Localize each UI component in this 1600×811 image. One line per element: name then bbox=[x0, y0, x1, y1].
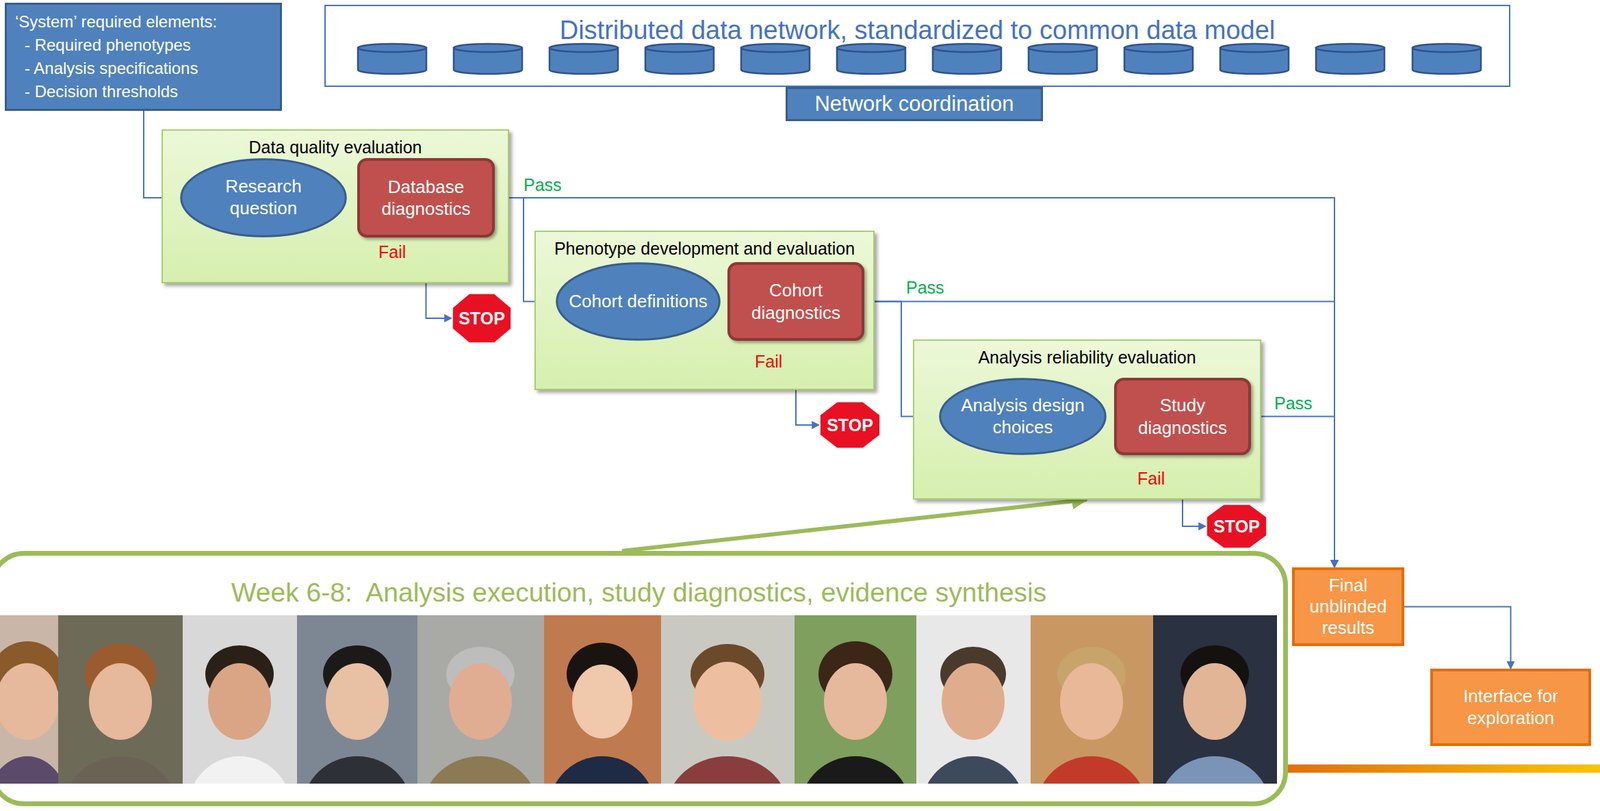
edge-label: Fail bbox=[754, 353, 783, 371]
node-title: Cohort definitions bbox=[568, 290, 707, 313]
edge-label: Pass bbox=[523, 176, 562, 194]
node-title: STOP bbox=[458, 308, 506, 329]
stop-sign: STOP bbox=[451, 292, 512, 344]
node-title: Study diagnostics bbox=[1120, 394, 1245, 439]
node-title: Network coordination bbox=[814, 91, 1014, 117]
node-item: - Analysis specifications bbox=[15, 56, 198, 81]
input-ellipse: Analysis design choices bbox=[937, 377, 1108, 456]
stage-panel: Data quality evaluationResearch question… bbox=[161, 129, 510, 284]
team-photos bbox=[0, 615, 1277, 784]
flow-connector bbox=[864, 301, 1335, 569]
diagnostic-box: Study diagnostics bbox=[1114, 377, 1251, 456]
node-title: Distributed data network, standardized t… bbox=[559, 15, 1276, 46]
stop-sign: STOP bbox=[819, 401, 881, 449]
input-ellipse: Cohort definitions bbox=[554, 262, 722, 341]
flow-connector bbox=[1404, 607, 1512, 670]
node-title: Week 6-8: Analysis execution, study diag… bbox=[231, 577, 1048, 608]
accent-bar bbox=[1275, 764, 1600, 773]
node-title: Interface for exploration bbox=[1437, 685, 1585, 729]
stage-panel: Analysis reliability evaluationAnalysis … bbox=[912, 339, 1262, 500]
requirements-box: ‘System’ required elements:- Required ph… bbox=[4, 2, 282, 111]
node-item: - Decision thresholds bbox=[15, 80, 178, 104]
node-title: Research question bbox=[192, 175, 335, 219]
node-title: STOP bbox=[826, 415, 874, 436]
node-title: Analysis design choices bbox=[951, 394, 1095, 438]
output-box: Final unblinded results bbox=[1292, 567, 1405, 647]
flow-connector bbox=[1250, 416, 1335, 569]
node-item: - Required phenotypes bbox=[15, 33, 191, 57]
node-title: ‘System’ required elements: bbox=[15, 10, 217, 34]
stage-panel: Phenotype development and evaluationCoho… bbox=[534, 230, 875, 391]
stop-sign: STOP bbox=[1205, 503, 1268, 549]
diagnostic-box: Cohort diagnostics bbox=[727, 262, 865, 341]
node-title: Cohort diagnostics bbox=[734, 279, 858, 324]
node-title: Final unblinded results bbox=[1298, 574, 1398, 640]
coordination-box: Network coordination bbox=[785, 86, 1043, 122]
node-title: Analysis reliability evaluation bbox=[977, 347, 1196, 368]
output-box: Interface for exploration bbox=[1430, 668, 1592, 746]
node-title: Database diagnostics bbox=[364, 175, 488, 221]
callout-arrow bbox=[622, 499, 1087, 551]
database-cylinders bbox=[357, 43, 1481, 74]
node-title: Data quality evaluation bbox=[249, 137, 423, 158]
edge-label: Fail bbox=[1137, 470, 1165, 488]
network-band: Distributed data network, standardized t… bbox=[324, 4, 1511, 87]
input-ellipse: Research question bbox=[178, 158, 349, 238]
edge-label: Pass bbox=[1274, 394, 1313, 412]
edge-label: Fail bbox=[378, 243, 406, 261]
node-title: Phenotype development and evaluation bbox=[554, 238, 855, 259]
node-title: STOP bbox=[1213, 516, 1260, 537]
week-callout: Week 6-8: Analysis execution, study diag… bbox=[0, 550, 1288, 807]
flow-connector bbox=[494, 197, 1335, 568]
edge-label: Pass bbox=[906, 279, 945, 297]
diagnostic-box: Database diagnostics bbox=[357, 158, 495, 238]
